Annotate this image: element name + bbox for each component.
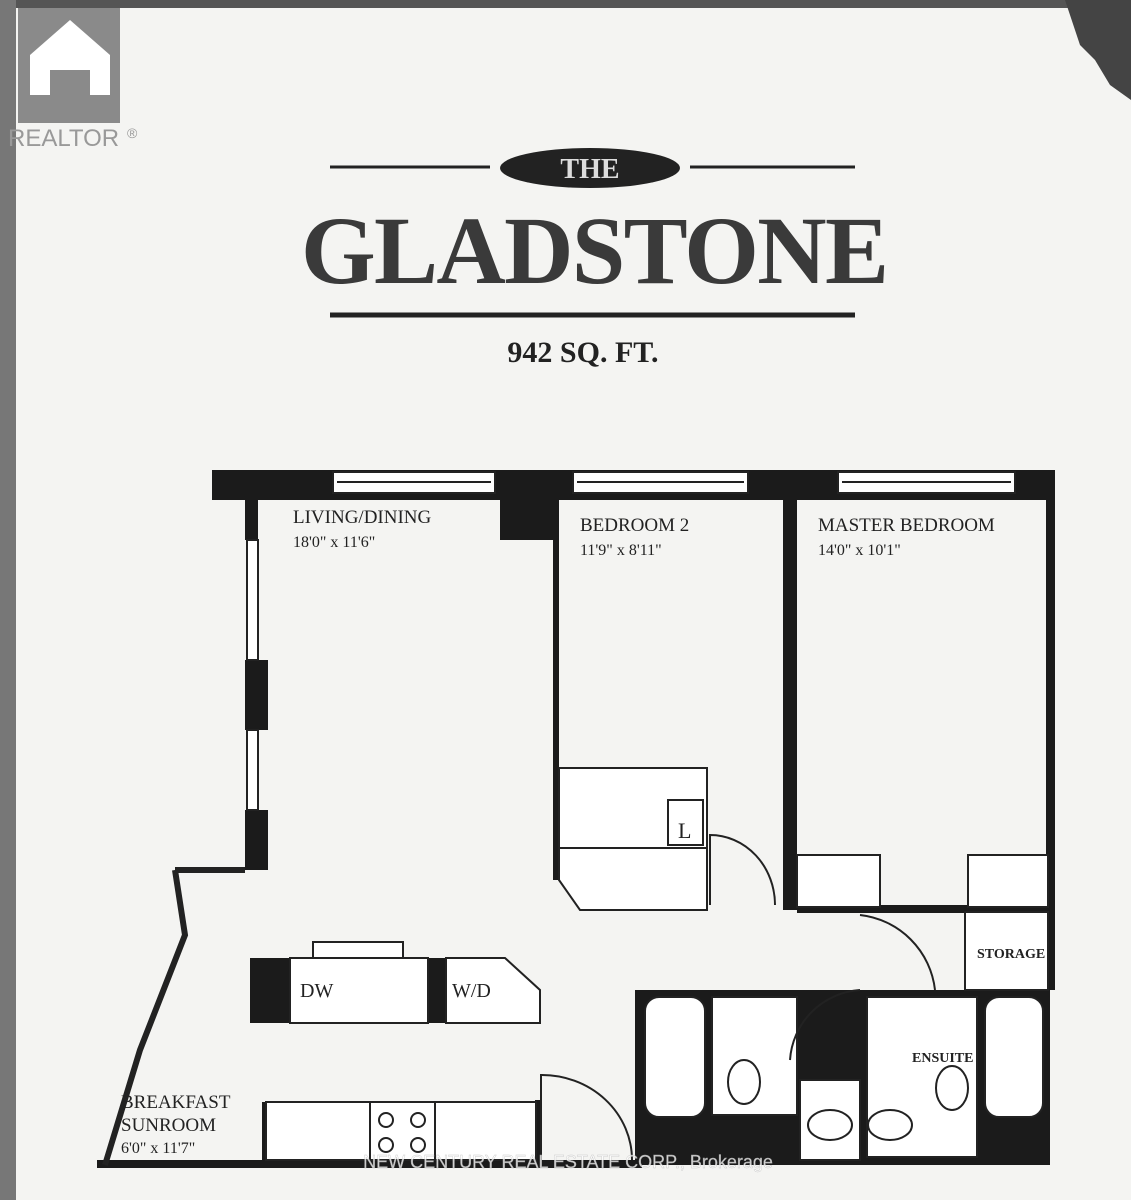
bedroom2-label: BEDROOM 2 bbox=[580, 515, 689, 536]
living-dining-size: 18'0" x 11'6" bbox=[293, 534, 375, 551]
area-label: 942 SQ. FT. bbox=[507, 336, 658, 369]
brokerage-watermark: NEW CENTURY REAL ESTATE CORP., Brokerage bbox=[363, 1152, 773, 1172]
sunroom-label-line1: BREAKFAST bbox=[121, 1092, 231, 1113]
bedroom2-size: 11'9" x 8'11" bbox=[580, 542, 662, 559]
master-bedroom-size: 14'0" x 10'1" bbox=[818, 542, 901, 559]
washer-dryer-label: W/D bbox=[452, 980, 491, 1002]
storage-label: STORAGE bbox=[977, 947, 1045, 962]
sunroom-size: 6'0" x 11'7" bbox=[121, 1140, 195, 1157]
linen-label: L bbox=[678, 818, 691, 843]
realtor-logo: REALTOR ® bbox=[8, 8, 138, 152]
ensuite-label: ENSUITE bbox=[912, 1051, 973, 1066]
title-name: GLADSTONE bbox=[301, 197, 891, 304]
top-border bbox=[0, 0, 1131, 8]
master-bedroom-label: MASTER BEDROOM bbox=[818, 515, 995, 536]
left-border bbox=[0, 0, 16, 1200]
realtor-logo-text: REALTOR bbox=[8, 125, 119, 152]
dishwasher-label: DW bbox=[300, 980, 333, 1002]
windows bbox=[102, 471, 1016, 1166]
living-dining-label: LIVING/DINING bbox=[293, 507, 432, 528]
corner-ornament bbox=[1065, 0, 1131, 100]
fixtures: L bbox=[265, 767, 1049, 1161]
sunroom-label-line2: SUNROOM bbox=[121, 1115, 216, 1136]
title-block: THE GLADSTONE 942 SQ. FT. bbox=[301, 148, 891, 369]
title-prefix: THE bbox=[560, 154, 619, 185]
room-labels: LIVING/DINING 18'0" x 11'6" BEDROOM 2 11… bbox=[121, 507, 1045, 1157]
realtor-mark: ® bbox=[127, 125, 138, 141]
